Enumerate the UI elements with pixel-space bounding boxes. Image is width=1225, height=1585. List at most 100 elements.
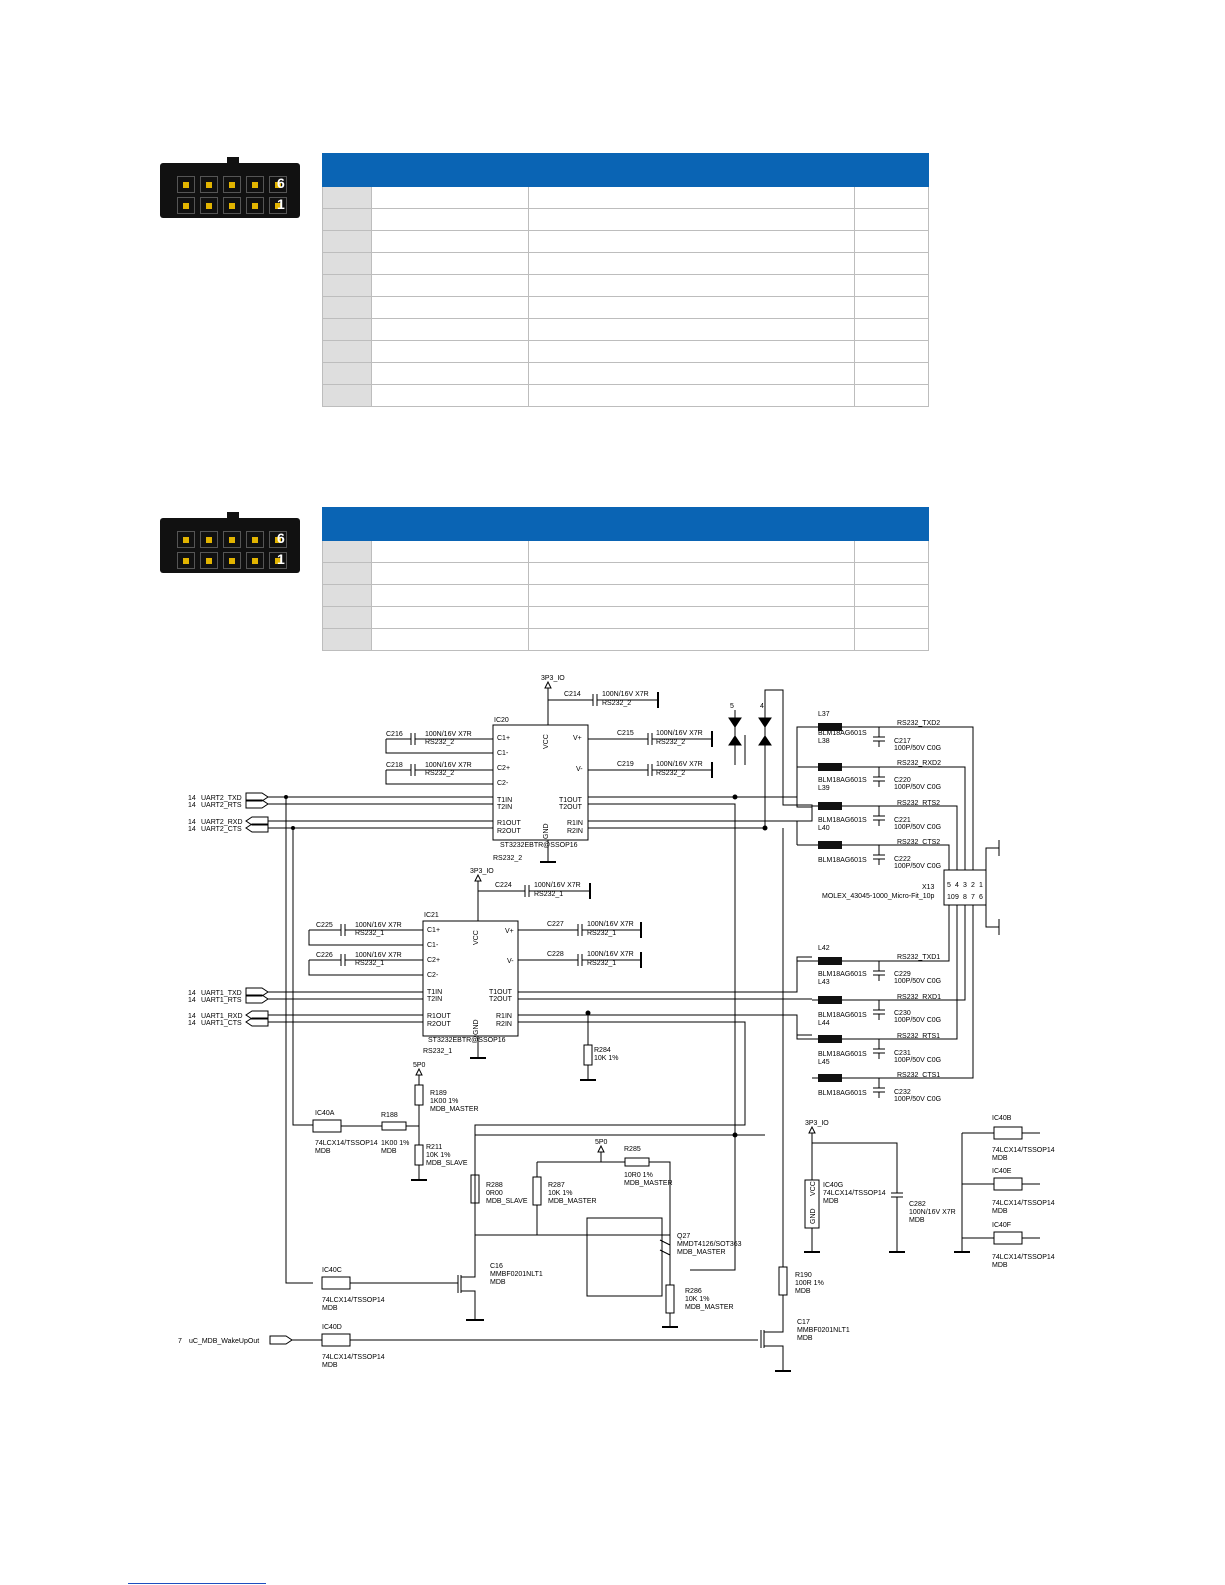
schematic-label: IC40F — [992, 1222, 1011, 1229]
table-cell — [854, 252, 929, 275]
schematic-label: 9 — [955, 894, 959, 901]
schematic-label: MDB — [381, 1148, 397, 1155]
uart1-net-flags: 14 UART1_TXD 14 UART1_RTS 14 UART1_RXD 1… — [188, 987, 423, 1027]
schematic-label: RS232_TXD1 — [897, 954, 940, 961]
table-cell — [854, 296, 929, 319]
schematic-label: L42 — [818, 945, 830, 952]
schematic-label: MDB — [795, 1288, 811, 1295]
schematic-label: T1OUT — [559, 797, 583, 804]
schematic-label: C16 — [490, 1263, 503, 1270]
schematic-label: 100N/16V X7R — [587, 921, 634, 928]
table-row — [322, 208, 929, 231]
table-cell — [322, 628, 372, 651]
table-row — [322, 230, 929, 253]
schematic-label: C1- — [427, 942, 439, 949]
table-row — [322, 540, 929, 563]
connector-pin — [177, 176, 195, 193]
schematic-label: C1- — [497, 750, 509, 757]
schematic-label: IC20 — [494, 717, 509, 724]
table-cell — [854, 186, 929, 209]
schematic-label: 7 — [178, 1338, 182, 1345]
schematic-label: RS232_2 — [656, 770, 685, 777]
schematic-label: 10K 1% — [685, 1296, 710, 1303]
tvs-diode-array: 5 4 — [728, 703, 772, 765]
schematic-label: 5 — [730, 703, 734, 710]
schematic-label: C282 — [909, 1201, 926, 1208]
schematic-label: MDB — [992, 1155, 1008, 1162]
connector-pin — [200, 176, 218, 193]
schematic-label: BLM18AG601S — [818, 1051, 867, 1058]
schematic-label: MDB_MASTER — [685, 1304, 734, 1311]
connector-pin — [269, 176, 287, 193]
schematic-label: T2IN — [427, 996, 442, 1003]
schematic-label: RS232_CTS1 — [897, 1072, 940, 1079]
schematic-label: GND — [543, 823, 550, 839]
schematic-label: VCC — [543, 734, 550, 749]
pin-6-label: 6 — [277, 530, 285, 546]
schematic-label: 5P0 — [595, 1139, 608, 1146]
table-cell — [528, 318, 855, 341]
schematic-label: VCC — [473, 930, 480, 945]
table-cell — [854, 153, 929, 187]
schematic-label: 3P3_IO — [541, 675, 565, 682]
schematic-label: C219 — [617, 761, 634, 768]
schematic-label: BLM18AG601S — [818, 1012, 867, 1019]
schematic-label: 6 — [979, 894, 983, 901]
schematic-label: RS232_1 — [355, 960, 384, 967]
schematic-label: L39 — [818, 785, 830, 792]
connector-pin — [200, 552, 218, 569]
table-cell — [322, 384, 372, 407]
footer-link-underline[interactable] — [128, 1583, 266, 1584]
schematic-label: 74LCX14/TSSOP14 — [823, 1190, 886, 1197]
schematic-label: IC40B — [992, 1115, 1012, 1122]
schematic-label: 100N/16V X7R — [425, 762, 472, 769]
schematic-label: ST3232EBTR@SSOP16 — [500, 842, 578, 849]
schematic-label: V+ — [505, 928, 514, 935]
schematic-label: T1IN — [427, 989, 442, 996]
schematic-label: 74LCX14/TSSOP14 — [992, 1147, 1055, 1154]
schematic-label: R190 — [795, 1272, 812, 1279]
schematic-label: 100N/16V X7R — [355, 952, 402, 959]
schematic-label: R211 — [426, 1144, 442, 1151]
table-cell — [854, 362, 929, 385]
schematic-label: L38 — [818, 738, 830, 745]
schematic-label: 10 — [947, 894, 955, 901]
schematic-label: R286 — [685, 1288, 702, 1295]
schematic-label: R2IN — [496, 1021, 512, 1028]
schematic-label: C224 — [495, 882, 512, 889]
table-cell — [371, 274, 529, 297]
pin-1-label: 1 — [277, 196, 285, 212]
schematic-label: IC40G — [823, 1182, 843, 1189]
table-cell — [371, 186, 529, 209]
connector-pin — [177, 531, 195, 548]
schematic-label: 74LCX14/TSSOP14 — [322, 1297, 385, 1304]
schematic-label: RS232_RTS2 — [897, 800, 940, 807]
table-cell — [371, 562, 529, 585]
schematic-label: BLM18AG601S — [818, 857, 867, 864]
schematic-label: L45 — [818, 1059, 830, 1066]
schematic-label: MDB — [823, 1198, 839, 1205]
table-cell — [371, 252, 529, 275]
schematic-label: 3P3_IO — [470, 868, 494, 875]
schematic-label: 10K 1% — [426, 1152, 451, 1159]
pinout-table-b — [322, 507, 929, 651]
table-cell — [322, 540, 372, 563]
connector-pin — [269, 552, 287, 569]
schematic-label: RS232_2 — [425, 770, 454, 777]
schematic-label: R1OUT — [497, 820, 521, 827]
table-cell — [854, 628, 929, 651]
schematic-label: 10K 1% — [594, 1055, 619, 1062]
schematic-label: 74LCX14/TSSOP14 — [992, 1254, 1055, 1261]
schematic-label: 14 — [188, 802, 196, 809]
connector-pin — [223, 197, 241, 214]
table-cell — [371, 362, 529, 385]
connector-a: 6 1 — [160, 157, 300, 218]
schematic-label: 14 — [188, 819, 196, 826]
table-cell — [371, 507, 529, 541]
schematic-label: MDB — [490, 1279, 506, 1286]
table-cell — [322, 296, 372, 319]
schematic-label: C227 — [547, 921, 564, 928]
schematic-label: C216 — [386, 731, 403, 738]
rs232-mdb-schematic: 3P3_IO C214 100N/16V X7R RS232_2 IC20 VC… — [178, 675, 1055, 1372]
pin-6-label: 6 — [277, 175, 285, 191]
